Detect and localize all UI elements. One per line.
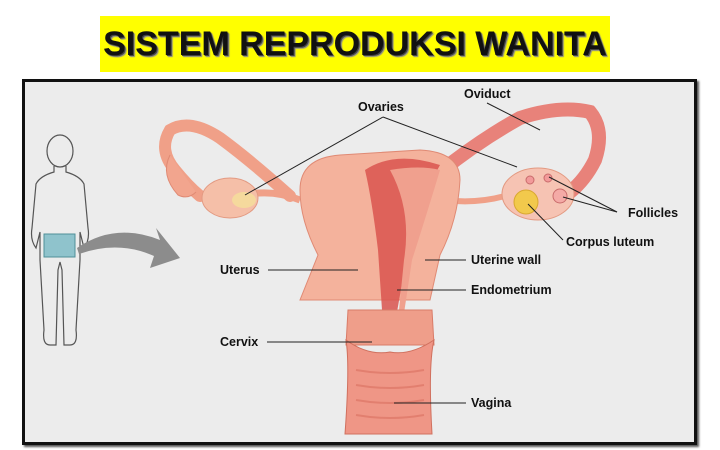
label-vagina: Vagina — [471, 396, 512, 410]
leader-lines — [244, 102, 618, 404]
page-title: SISTEM REPRODUKSI WANITA — [103, 24, 607, 63]
label-uterine-wall: Uterine wall — [471, 253, 542, 267]
label-follicles: Follicles — [628, 206, 679, 220]
body-outline-icon — [30, 134, 90, 346]
label-endometrium: Endometrium — [471, 283, 552, 297]
label-oviduct: Oviduct — [464, 87, 511, 101]
label-uterus: Uterus — [220, 263, 260, 277]
label-corpus-luteum: Corpus luteum — [566, 235, 655, 249]
label-ovaries: Ovaries — [358, 100, 404, 114]
arrow-icon — [77, 228, 180, 268]
title-banner: SISTEM REPRODUKSI WANITA — [100, 16, 610, 72]
label-cervix: Cervix — [220, 335, 259, 349]
cervix — [345, 309, 435, 346]
highlight-region-box — [43, 233, 76, 258]
